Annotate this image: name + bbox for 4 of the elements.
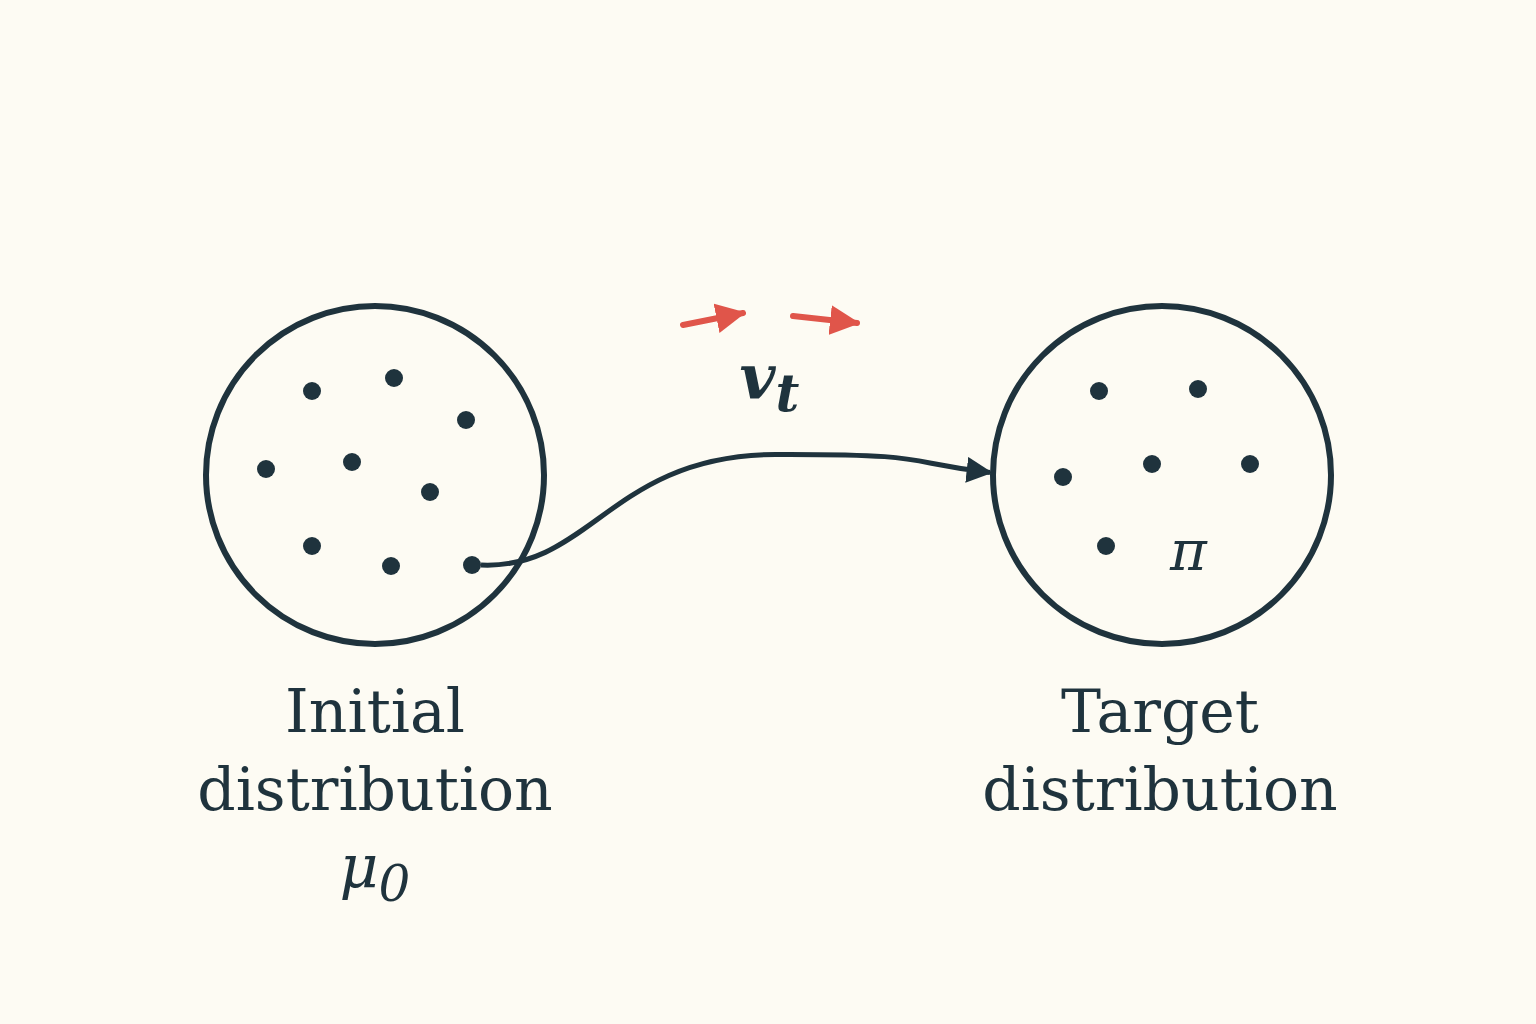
math-symbol: π xyxy=(1170,518,1207,583)
math-symbol: μ$_{0}$ xyxy=(338,831,412,915)
arrow xyxy=(480,451,993,568)
caption-text: Target distribution xyxy=(981,675,1339,826)
